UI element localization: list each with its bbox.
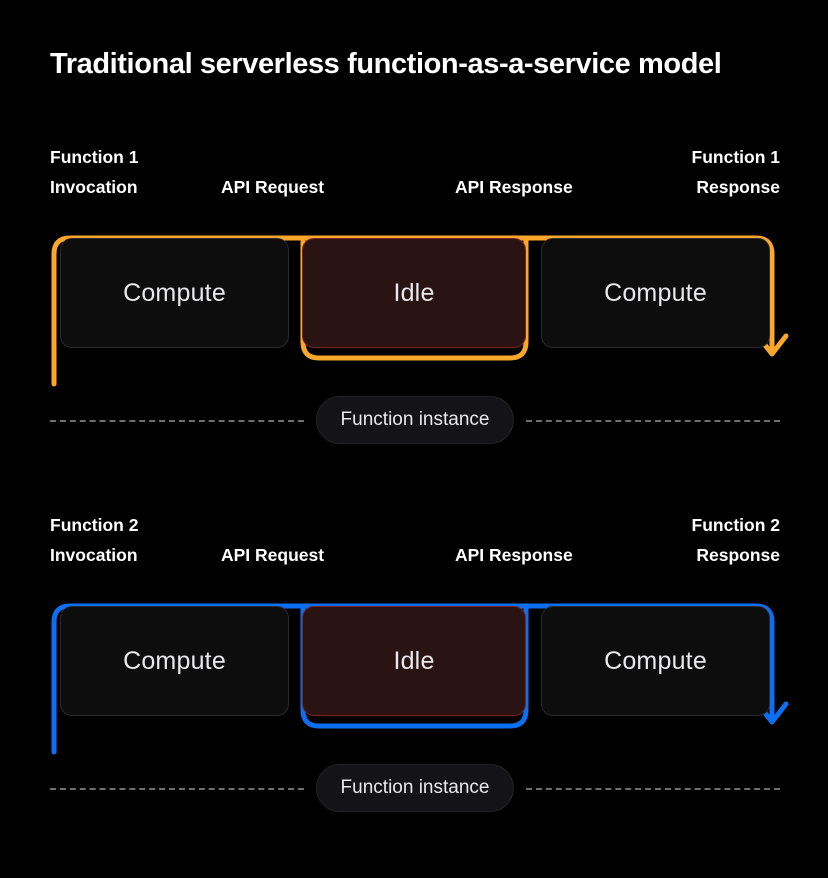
label-function-2-response: Function 2 Response — [692, 510, 780, 570]
label-line-2: Invocation — [50, 545, 138, 565]
page-title: Traditional serverless function-as-a-ser… — [50, 48, 722, 80]
divider-dash-left — [50, 419, 304, 422]
label-function-1-invocation: Function 1 Invocation — [50, 142, 138, 202]
stage-box-idle: Idle — [302, 606, 526, 716]
function-instance-pill: Function instance — [315, 396, 515, 444]
label-line-1: Function 2 — [691, 515, 780, 535]
label-line-2: Invocation — [50, 177, 138, 197]
stage-box-compute-2: Compute — [541, 238, 770, 348]
label-band: Function 1 Invocation API Request API Re… — [0, 128, 828, 204]
stage-box-compute-2: Compute — [541, 606, 770, 716]
label-band: Function 2 Invocation API Request API Re… — [0, 496, 828, 572]
divider-dash-right — [526, 787, 781, 790]
stage-boxes: Compute Idle Compute — [0, 606, 828, 716]
label-line-1: Function 1 — [50, 147, 139, 167]
label-line-2: Response — [696, 177, 780, 197]
label-function-1-response: Function 1 Response — [692, 142, 780, 202]
label-line-2: Response — [696, 545, 780, 565]
track-idle-wrap — [300, 235, 529, 361]
label-line-1: Function 2 — [50, 515, 139, 535]
label-api-response: API Response — [455, 545, 573, 565]
divider-dash-right — [526, 419, 781, 422]
function-instance-divider: Function instance — [0, 396, 828, 444]
label-api-request: API Request — [221, 545, 325, 565]
function-instance-divider: Function instance — [0, 764, 828, 812]
function-instance-pill: Function instance — [315, 764, 515, 812]
stage-box-idle: Idle — [302, 238, 526, 348]
track-idle-wrap — [300, 603, 529, 729]
label-api-response: API Response — [455, 177, 573, 197]
label-line-1: Function 1 — [691, 147, 780, 167]
divider-dash-left — [50, 787, 304, 790]
stage-box-compute-1: Compute — [60, 238, 289, 348]
label-api-request: API Request — [221, 177, 325, 197]
label-function-2-invocation: Function 2 Invocation — [50, 510, 138, 570]
stage-box-compute-1: Compute — [60, 606, 289, 716]
stage-boxes: Compute Idle Compute — [0, 238, 828, 348]
